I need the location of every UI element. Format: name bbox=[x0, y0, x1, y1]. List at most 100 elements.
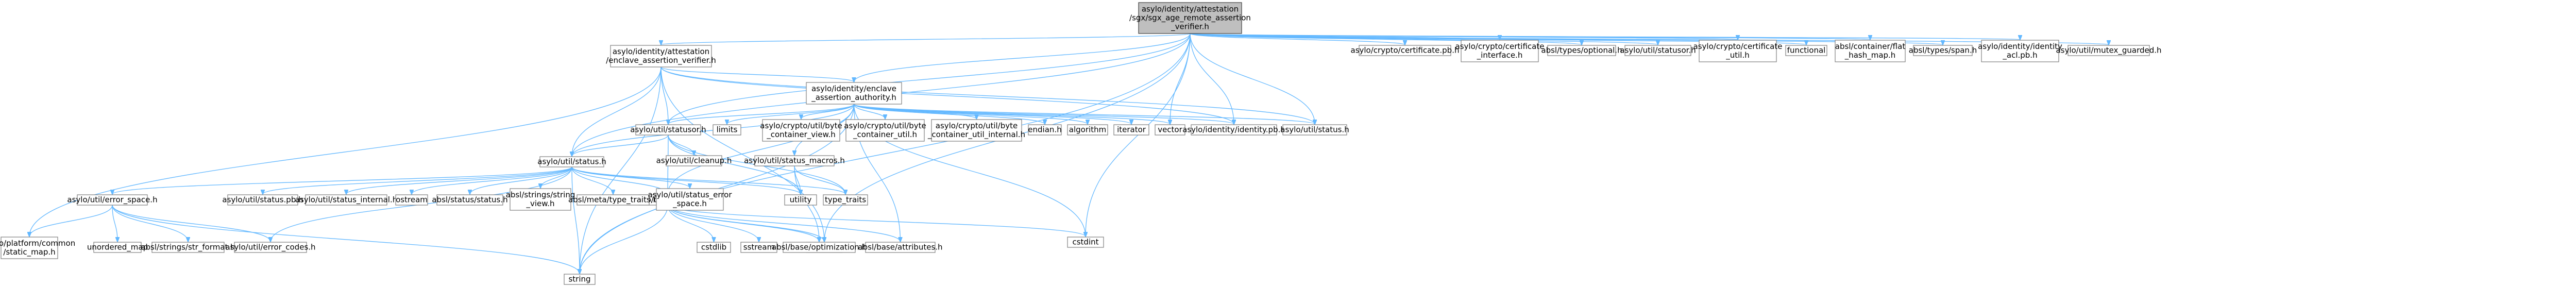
edge-logging-to-cstdlib bbox=[667, 205, 714, 242]
node-byte-container-util[interactable]: asylo/crypto/util/byte_container_util.h bbox=[844, 119, 926, 142]
edge-status-to-type_traits_absl bbox=[571, 166, 613, 194]
node-sstream[interactable]: sstream bbox=[740, 242, 777, 253]
node-label: absl/base/attributes.h bbox=[858, 243, 942, 252]
node-status-macros[interactable]: asylo/util/status_macros.h bbox=[744, 155, 845, 166]
node-attributes[interactable]: absl/base/attributes.h bbox=[858, 242, 943, 253]
edge-eaa-to-statusor bbox=[668, 104, 855, 124]
node-str-format[interactable]: absl/strings/str_format.h bbox=[141, 242, 235, 253]
node-absl-status[interactable]: absl/status/status.h bbox=[432, 194, 508, 206]
node-box bbox=[510, 188, 571, 211]
node-error-space[interactable]: asylo/util/error_space.h bbox=[67, 194, 158, 206]
node-limits[interactable]: limits bbox=[713, 124, 741, 136]
node-label: asylo/util/status.h bbox=[537, 157, 606, 166]
edge-root-to-util_status bbox=[1190, 33, 1315, 124]
node-label: asylo/crypto/certificate bbox=[1693, 42, 1783, 51]
edge-error_space-to-string bbox=[112, 205, 580, 274]
node-unordered-map[interactable]: unordered_map bbox=[87, 242, 148, 253]
node-algorithm[interactable]: algorithm bbox=[1067, 124, 1108, 136]
node-verifier[interactable]: asylo/identity/attestation/enclave_asser… bbox=[606, 45, 716, 68]
node-label: asylo/identity/identity bbox=[1978, 42, 2062, 51]
edge-root-to-statusor bbox=[668, 33, 1191, 124]
node-util-status[interactable]: asylo/util/status.h bbox=[1280, 124, 1349, 136]
node-box bbox=[539, 156, 604, 167]
node-certificate-pb[interactable]: asylo/crypto/certificate.pb.h bbox=[1351, 45, 1460, 56]
node-type-traits-absl[interactable]: absl/meta/type_traits.h bbox=[568, 194, 658, 206]
node-flat-hash-map[interactable]: absl/container/flat_hash_map.h bbox=[1835, 40, 1906, 62]
node-box bbox=[1028, 124, 1062, 136]
node-box bbox=[713, 124, 741, 136]
node-mutex-guarded[interactable]: asylo/util/mutex_guarded.h bbox=[2056, 45, 2162, 56]
node-label: absl/status/status.h bbox=[432, 195, 507, 205]
node-certificate-util[interactable]: asylo/crypto/certificate_util.h bbox=[1693, 40, 1783, 62]
edge-root-to-string bbox=[580, 33, 1191, 274]
node-cstdlib[interactable]: cstdlib bbox=[697, 242, 731, 253]
node-ostream[interactable]: ostream bbox=[395, 194, 428, 206]
node-statusor[interactable]: asylo/util/statusor.h bbox=[630, 124, 706, 136]
node-box bbox=[234, 242, 307, 253]
node-label: _space.h bbox=[672, 199, 707, 209]
node-box bbox=[1359, 45, 1451, 56]
node-type-traits[interactable]: type_traits bbox=[823, 194, 868, 206]
node-label: asylo/crypto/certificate bbox=[1455, 42, 1545, 51]
node-eaa[interactable]: asylo/identity/enclave_assertion_authori… bbox=[806, 82, 902, 105]
node-box bbox=[1699, 40, 1777, 62]
node-certificate-interface[interactable]: asylo/crypto/certificate_interface.h bbox=[1455, 40, 1545, 62]
edge-status-to-status_internal bbox=[346, 166, 572, 194]
node-box bbox=[1155, 124, 1185, 136]
node-root[interactable]: asylo/identity/attestation/sgx/sgx_age_r… bbox=[1129, 2, 1251, 34]
node-cstdint[interactable]: cstdint bbox=[1067, 237, 1104, 248]
node-label: absl/strings/string bbox=[506, 190, 575, 199]
node-optional[interactable]: absl/types/optional.h bbox=[1541, 45, 1622, 56]
node-identity-acl-pb[interactable]: asylo/identity/identity_acl.pb.h bbox=[1978, 40, 2062, 62]
node-string-view[interactable]: absl/strings/string_view.h bbox=[506, 188, 575, 211]
node-byte-container-view[interactable]: asylo/crypto/util/byte_container_view.h bbox=[760, 119, 842, 142]
node-utility[interactable]: utility bbox=[784, 194, 817, 206]
node-box bbox=[666, 155, 722, 166]
edge-eaa-to-vector bbox=[853, 104, 1171, 124]
node-box bbox=[1547, 45, 1616, 56]
node-label: asylo/util/status_macros.h bbox=[744, 156, 845, 166]
edge-eaa-to-limits bbox=[727, 104, 855, 124]
node-status-pb[interactable]: asylo/util/status.pb.h bbox=[222, 194, 303, 206]
node-label: _container_view.h bbox=[766, 130, 836, 140]
edge-logging-to-attributes bbox=[667, 205, 901, 242]
node-box bbox=[564, 274, 596, 285]
node-endian[interactable]: endian.h bbox=[1028, 124, 1062, 136]
node-box bbox=[151, 242, 225, 253]
node-label: asylo/util/error_space.h bbox=[67, 195, 157, 205]
node-label: asylo/identity/attestation bbox=[613, 47, 709, 56]
node-box bbox=[577, 194, 650, 206]
node-label: _hash_map.h bbox=[1844, 50, 1896, 60]
edge-verifier-to-memory bbox=[660, 66, 824, 242]
node-cleanup[interactable]: asylo/util/cleanup.h bbox=[656, 155, 732, 166]
node-functional[interactable]: functional bbox=[1785, 45, 1827, 56]
node-iterator[interactable]: iterator bbox=[1113, 124, 1149, 136]
node-byte-container-util-internal[interactable]: asylo/crypto/util/byte_container_util_in… bbox=[927, 119, 1025, 142]
node-status[interactable]: asylo/util/status.h bbox=[537, 156, 606, 167]
edge-status-to-status_error_space bbox=[571, 166, 690, 188]
edge-logging-to-cstdint bbox=[667, 205, 1086, 237]
node-label: endian.h bbox=[1028, 125, 1061, 134]
edge-error_space-to-str_format bbox=[112, 205, 188, 242]
edge-verifier-to-status bbox=[572, 66, 662, 156]
edge-verifier-to-statusor bbox=[660, 66, 668, 124]
node-vector[interactable]: vector bbox=[1155, 124, 1185, 136]
node-span[interactable]: absl/types/span.h bbox=[1909, 45, 1977, 56]
edge-status-to-error_space bbox=[112, 166, 572, 194]
node-error-codes[interactable]: asylo/util/error_codes.h bbox=[225, 242, 316, 253]
node-label: asylo/util/status_internal.h bbox=[295, 195, 397, 205]
node-label: cstdint bbox=[1072, 238, 1098, 247]
node-status-internal[interactable]: asylo/util/status_internal.h bbox=[295, 194, 397, 206]
node-label: asylo/crypto/util/byte bbox=[760, 121, 842, 130]
node-status-error-space[interactable]: asylo/util/status_error_space.h bbox=[648, 188, 733, 211]
node-string[interactable]: string bbox=[564, 274, 596, 285]
node-optimization[interactable]: absl/base/optimization.h bbox=[772, 242, 867, 253]
node-label: vector bbox=[1158, 125, 1182, 134]
node-box bbox=[1113, 124, 1149, 136]
node-statusor2[interactable]: asylo/util/statusor.h bbox=[1620, 45, 1696, 56]
node-box bbox=[823, 194, 868, 206]
node-label: absl/meta/type_traits.h bbox=[568, 195, 658, 205]
node-identity-pb[interactable]: asylo/identity/identity.pb.h bbox=[1182, 124, 1285, 136]
node-static-map[interactable]: asylo/platform/common/static_map.h bbox=[0, 237, 75, 259]
